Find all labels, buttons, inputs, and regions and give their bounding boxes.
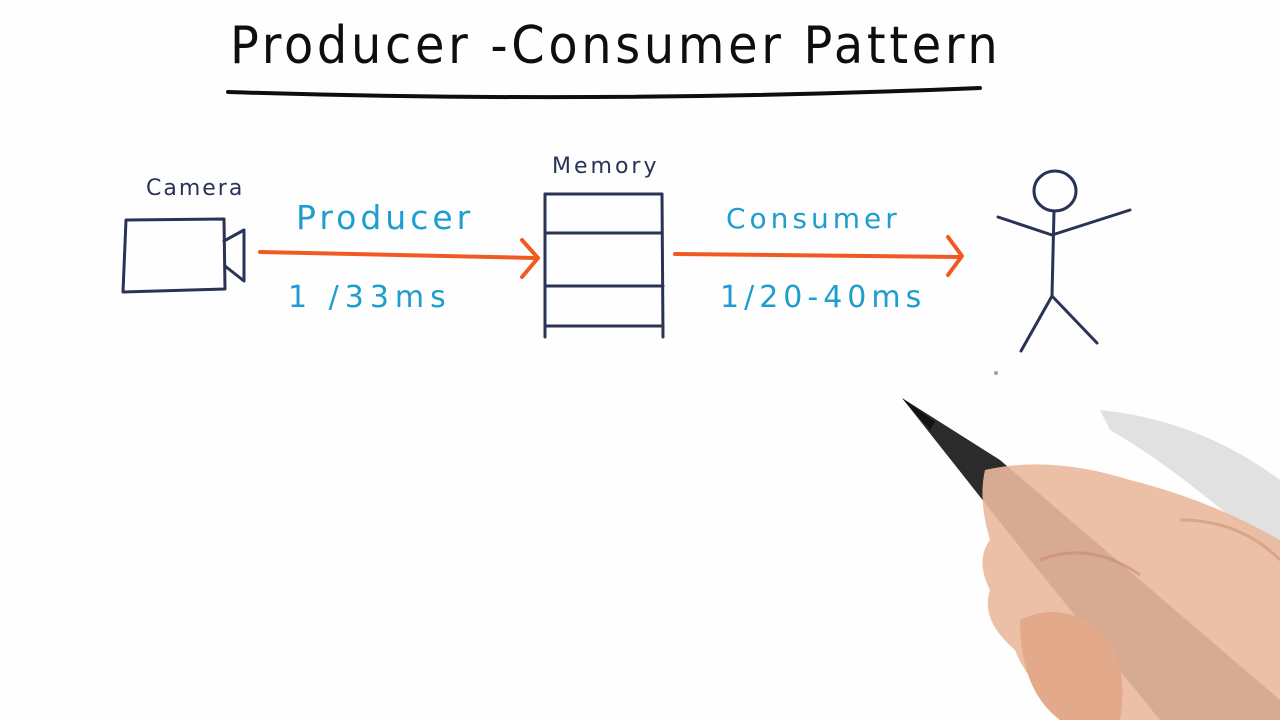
producer-rate-label: 1 /33ms — [288, 280, 452, 315]
producer-arrow — [258, 238, 540, 279]
memory-label: Memory — [552, 154, 660, 179]
stick-figure-icon — [996, 169, 1132, 353]
consumer-arrow — [673, 235, 964, 277]
diagram-title: Producer -Consumer Pattern — [230, 16, 1002, 76]
title-underline — [226, 86, 982, 100]
producer-label: Producer — [296, 198, 475, 237]
hand-with-pen — [902, 398, 1280, 720]
camera-icon — [121, 217, 246, 294]
camera-label: Camera — [146, 176, 245, 201]
consumer-rate-label: 1/20-40ms — [720, 280, 927, 315]
consumer-label: Consumer — [726, 202, 901, 235]
memory-buffer-icon — [543, 192, 665, 339]
ink-dot — [994, 371, 998, 375]
